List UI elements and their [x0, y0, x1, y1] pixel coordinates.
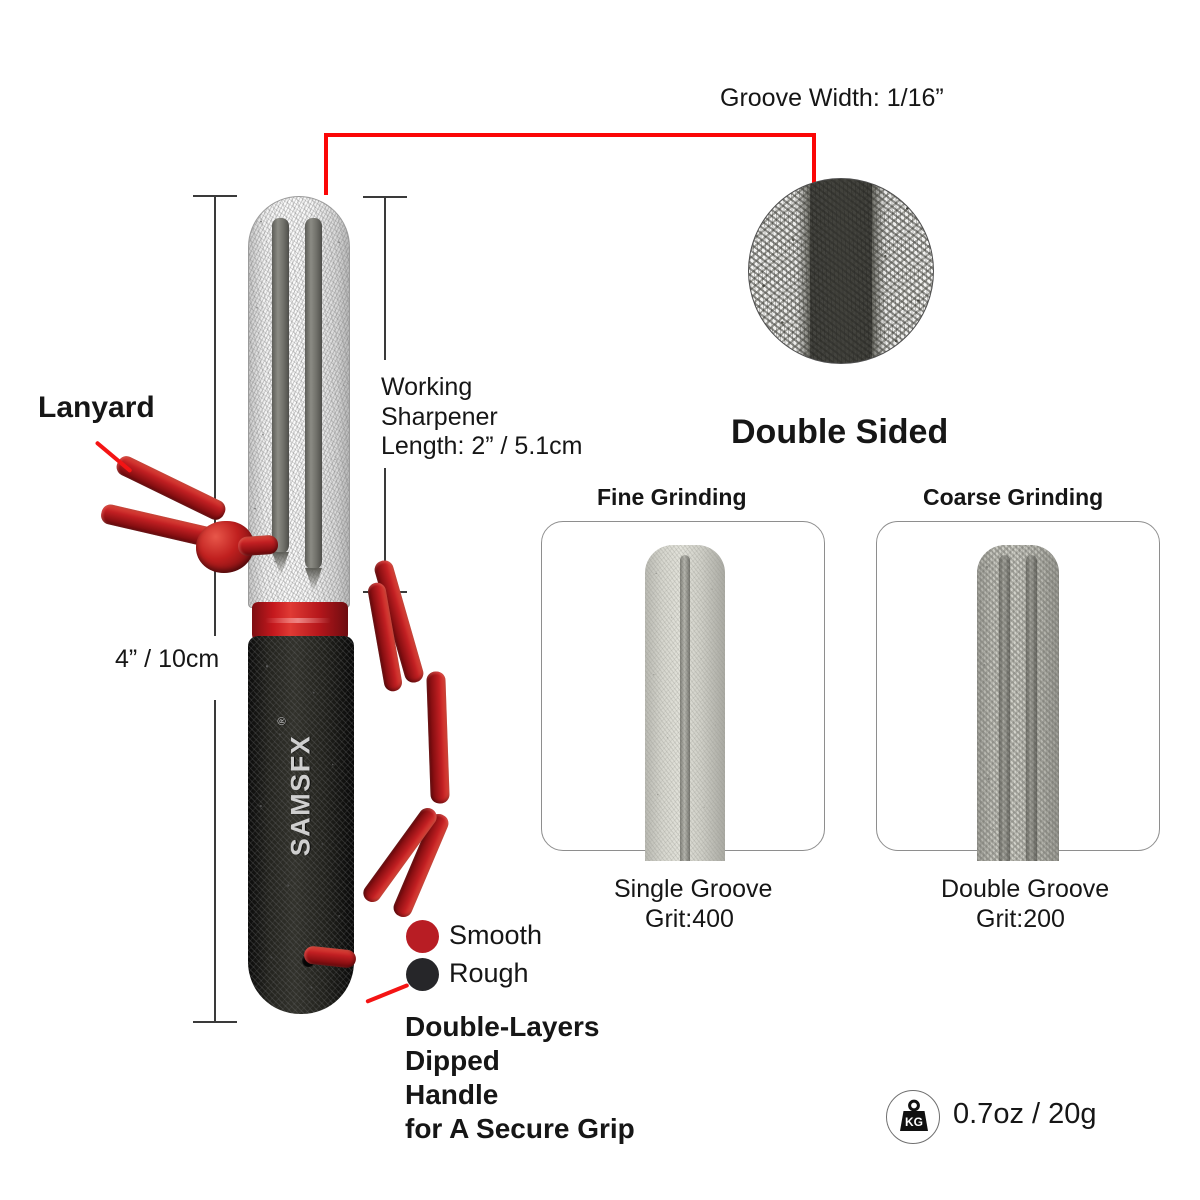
registered-trademark-icon: ®	[276, 715, 289, 726]
coarse-grinding-heading: Coarse Grinding	[923, 484, 1104, 510]
blade-groove-right	[305, 218, 322, 570]
blade-groove-left	[272, 218, 289, 554]
coarse-grinding-groove-2	[1026, 555, 1037, 861]
kg-weight-icon: KG	[900, 1099, 928, 1131]
svg-text:KG: KG	[905, 1115, 923, 1129]
working-length-line-lower	[384, 468, 386, 592]
weight-badge: KG	[886, 1090, 940, 1144]
groove-callout-bracket-left-stem	[324, 133, 328, 195]
lanyard-cord-to-collar	[237, 534, 279, 557]
handle-note-label: Double-Layers Dipped Handle for A Secure…	[405, 1011, 635, 1145]
fine-grinding-caption-line1: Single Groove	[614, 875, 773, 903]
handle-pointer-line	[365, 982, 410, 1004]
fine-grinding-rod-clip	[645, 545, 725, 861]
working-sharpener-label: Working Sharpener Length: 2” / 5.1cm	[381, 373, 583, 460]
legend-dot-rough	[406, 958, 439, 991]
legend-label-smooth: Smooth	[449, 920, 543, 950]
groove-callout-bracket-right-stem	[812, 133, 816, 185]
total-length-label: 4” / 10cm	[115, 645, 220, 673]
legend-label-rough: Rough	[449, 958, 529, 988]
total-length-tick-bottom	[193, 1021, 237, 1023]
magnified-groove-circle	[748, 178, 934, 364]
groove-callout-bracket-top-bar	[324, 133, 816, 137]
fine-grinding-groove-1	[680, 555, 690, 861]
fine-grinding-caption-line2: Grit:400	[645, 905, 734, 933]
brand-logo: SAMSFX ®	[277, 710, 317, 882]
lanyard-label: Lanyard	[38, 391, 155, 424]
brand-logo-text: SAMSFX	[285, 734, 316, 857]
total-length-line-lower	[214, 700, 216, 1022]
coarse-grinding-rod-clip	[977, 545, 1059, 861]
coarse-grinding-caption-line2: Grit:200	[976, 905, 1065, 933]
legend-dot-smooth	[406, 920, 439, 953]
lanyard-loop-outer-mid	[426, 671, 450, 804]
groove-width-label: Groove Width: 1/16”	[720, 84, 944, 112]
double-sided-heading: Double Sided	[731, 413, 949, 451]
magnified-groove-band	[809, 179, 873, 363]
coarse-grinding-caption-line1: Double Groove	[941, 875, 1110, 903]
coarse-grinding-groove-1	[999, 555, 1010, 861]
total-length-line-upper	[214, 196, 216, 636]
fine-grinding-heading: Fine Grinding	[597, 484, 747, 510]
coarse-grinding-rod	[977, 545, 1059, 861]
fine-grinding-rod	[645, 545, 725, 861]
weight-value-label: 0.7oz / 20g	[953, 1098, 1097, 1130]
working-length-line-upper	[384, 197, 386, 360]
